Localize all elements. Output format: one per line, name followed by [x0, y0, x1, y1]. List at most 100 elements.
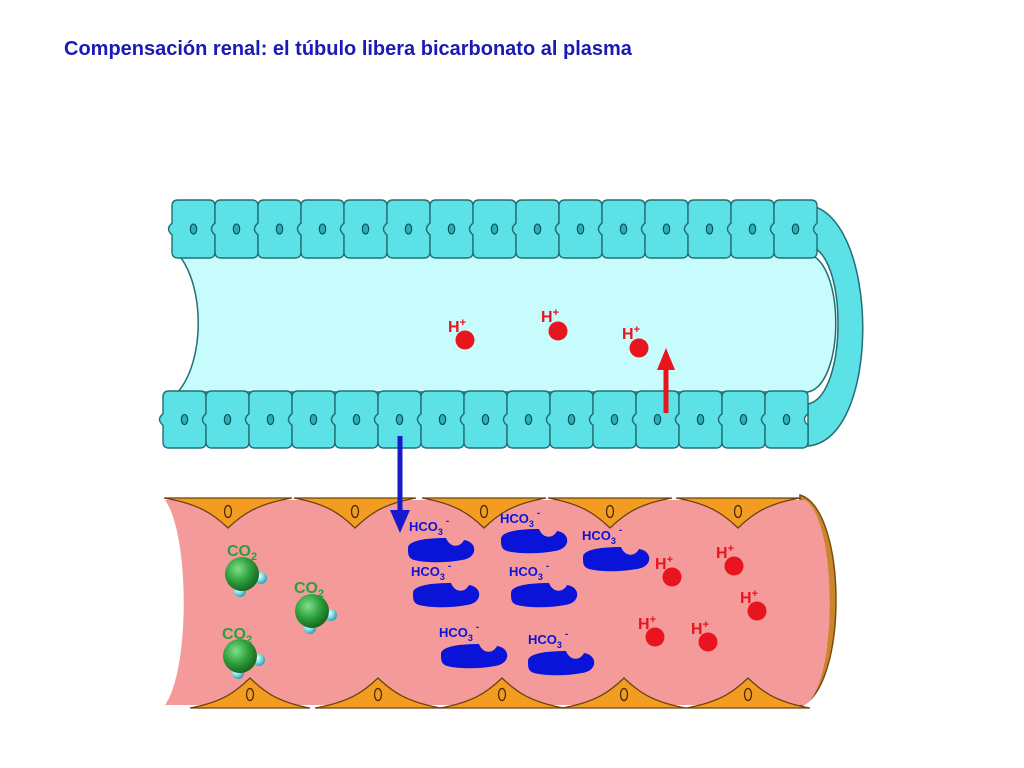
peritubular-capillary	[163, 493, 837, 709]
cell-nucleus	[619, 687, 629, 702]
svg-text:CO2: CO2	[227, 543, 257, 563]
bicarbonate-ion: HCO3-	[439, 622, 508, 669]
protons-in-lumen: H+ H+ H+	[448, 307, 649, 358]
co2-molecule: CO2	[222, 626, 265, 679]
cell-nucleus	[653, 413, 662, 426]
endothelial-cell	[675, 497, 801, 529]
cell-nucleus	[350, 504, 360, 519]
svg-text:HCO3-: HCO3-	[409, 516, 449, 537]
cell-nucleus	[662, 223, 671, 235]
cell-nucleus	[180, 413, 189, 426]
tubule-epithelial-cell	[554, 199, 603, 259]
cell-nucleus	[481, 413, 490, 426]
cell-nucleus	[438, 413, 447, 426]
svg-text:H+: H+	[541, 307, 559, 326]
endothelial-cell	[547, 497, 673, 529]
endothelial-cell	[163, 497, 293, 529]
cell-nucleus	[373, 687, 383, 702]
bicarbonate-ion: HCO3-	[411, 561, 480, 608]
tubule-epithelial-cell	[210, 199, 259, 259]
proton-ion: H+	[740, 588, 767, 621]
tubule-cells-lower-row	[158, 390, 809, 449]
svg-text:H+: H+	[448, 317, 466, 336]
cell-nucleus	[782, 413, 791, 426]
bicarbonate-ion: HCO3-	[509, 561, 578, 608]
proton-ion: H+	[541, 307, 568, 341]
cell-nucleus	[266, 413, 275, 426]
cell-nucleus	[352, 413, 361, 426]
co2-molecules: CO2 CO2 CO2	[222, 543, 337, 679]
cell-nucleus	[318, 223, 327, 235]
cell-nucleus	[223, 413, 232, 426]
tubule-epithelial-cell	[425, 199, 474, 259]
tubule-epithelial-cell	[244, 390, 293, 449]
cell-nucleus	[605, 504, 615, 519]
bicarbonate-ion: HCO3-	[582, 525, 650, 572]
bicarbonate-reabsorption-arrow	[390, 436, 410, 533]
endothelial-cell	[685, 677, 811, 709]
svg-text:H+: H+	[716, 543, 734, 562]
proton-ion: H+	[638, 614, 665, 647]
tubule-epithelial-cell	[459, 390, 508, 449]
slide-title: Compensación renal: el túbulo libera bic…	[64, 38, 632, 60]
svg-text:HCO3-: HCO3-	[582, 525, 622, 546]
proton-ion: H+	[655, 554, 682, 587]
cell-nucleus	[705, 223, 714, 235]
cell-nucleus	[245, 687, 255, 702]
co2-molecule: CO2	[294, 580, 337, 634]
protons-in-plasma: H+ H+ H+ H+ H+	[638, 543, 767, 652]
proton-ion: H+	[448, 317, 475, 350]
tubule-epithelial-cell	[468, 199, 517, 259]
tubule-lumen	[176, 253, 837, 393]
bicarbonate-ion: HCO3-	[500, 508, 568, 554]
tubule-epithelial-cell	[287, 390, 336, 449]
tubule-end-cap	[807, 204, 864, 447]
proton-secretion-arrow	[657, 348, 675, 413]
svg-text:HCO3-: HCO3-	[500, 508, 540, 529]
cell-nucleus	[696, 413, 705, 426]
endothelial-cell	[314, 677, 442, 709]
svg-text:HCO3-: HCO3-	[509, 561, 549, 582]
cell-nucleus	[733, 504, 743, 519]
cell-nucleus	[576, 223, 585, 235]
renal-tubule	[158, 199, 864, 449]
endothelial-cells-lower	[189, 677, 811, 709]
svg-text:H+: H+	[655, 554, 673, 573]
proton-ion: H+	[622, 324, 649, 358]
tubule-epithelial-cell	[158, 390, 207, 449]
cell-nucleus	[479, 504, 489, 519]
tubule-epithelial-cell	[726, 199, 775, 259]
svg-text:H+: H+	[622, 324, 640, 343]
tubule-epithelial-cell	[545, 390, 594, 449]
cell-nucleus	[395, 413, 404, 426]
tubule-epithelial-cell	[296, 199, 345, 259]
cell-nucleus	[524, 413, 533, 426]
tubule-epithelial-cell	[683, 199, 732, 259]
tubule-epithelial-cell	[769, 199, 818, 259]
svg-text:H+: H+	[740, 588, 758, 607]
cell-nucleus	[490, 223, 499, 235]
endothelial-cell	[439, 677, 565, 709]
tubule-cells-upper-row	[167, 199, 818, 259]
capillary-plasma	[165, 500, 830, 705]
cell-nucleus	[610, 413, 619, 426]
tubule-epithelial-cell	[760, 390, 809, 449]
proton-ion: H+	[691, 619, 718, 652]
cell-nucleus	[189, 223, 198, 235]
cell-nucleus	[739, 413, 748, 426]
bicarbonate-ion: HCO3-	[528, 629, 595, 676]
tubule-epithelial-cell	[201, 390, 250, 449]
tubule-epithelial-cell	[253, 199, 302, 259]
cell-nucleus	[232, 223, 241, 235]
tubule-epithelial-cell	[717, 390, 766, 449]
tubule-epithelial-cell	[382, 199, 431, 259]
cell-nucleus	[309, 413, 318, 426]
tubule-epithelial-cell	[330, 390, 379, 449]
svg-text:H+: H+	[638, 614, 656, 633]
svg-text:CO2: CO2	[222, 626, 252, 646]
cell-nucleus	[619, 223, 628, 235]
cell-nucleus	[497, 687, 507, 702]
tubule-epithelial-cell	[511, 199, 560, 259]
tubule-epithelial-cell	[640, 199, 689, 259]
